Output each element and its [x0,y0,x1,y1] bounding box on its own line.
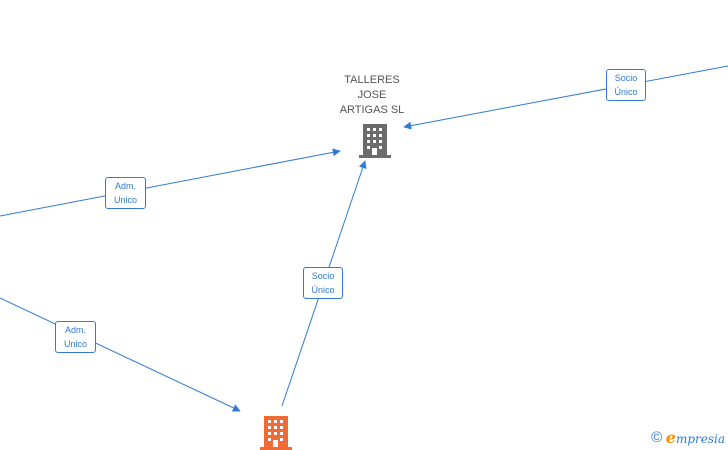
copyright-icon: © [651,429,663,446]
edge-label-line-1: Socio [311,271,335,281]
edge-label-line-1: Socio [614,73,638,83]
main-company-building-icon[interactable] [359,124,391,158]
edge-label-line-2: Unico [63,339,87,349]
edge-label-bottom-to-main[interactable]: Socio Único [303,267,343,299]
edge-label-left-upper[interactable]: Adm. Unico [105,177,146,209]
edge-line-top-right [403,65,728,130]
edge-line-left-lower [0,297,241,412]
brand-logo-e: e [665,428,676,447]
edge-label-line-2: Unico [113,195,137,205]
main-company-name[interactable]: TALLERES JOSE ARTIGAS SL [322,73,422,118]
edge-label-left-lower[interactable]: Adm. Unico [55,321,96,353]
empresia-watermark: © empresia [651,428,725,448]
edge-line-left-upper [0,148,341,217]
main-company-name-line-1: TALLERES [344,74,400,86]
edge-label-line-2: Único [311,285,335,295]
brand-logo-text: mpresia [675,432,725,446]
edge-label-line-1: Adm. [64,325,86,335]
main-company-name-line-3: ARTIGAS SL [339,104,405,116]
edge-label-line-2: Único [614,87,638,97]
brand-logo: empresia [666,428,725,447]
edge-label-top-right[interactable]: Socio Único [606,69,646,101]
main-company-name-line-2: JOSE [357,89,387,101]
bottom-company-building-icon[interactable] [260,416,292,450]
edge-label-line-1: Adm. [114,181,136,191]
